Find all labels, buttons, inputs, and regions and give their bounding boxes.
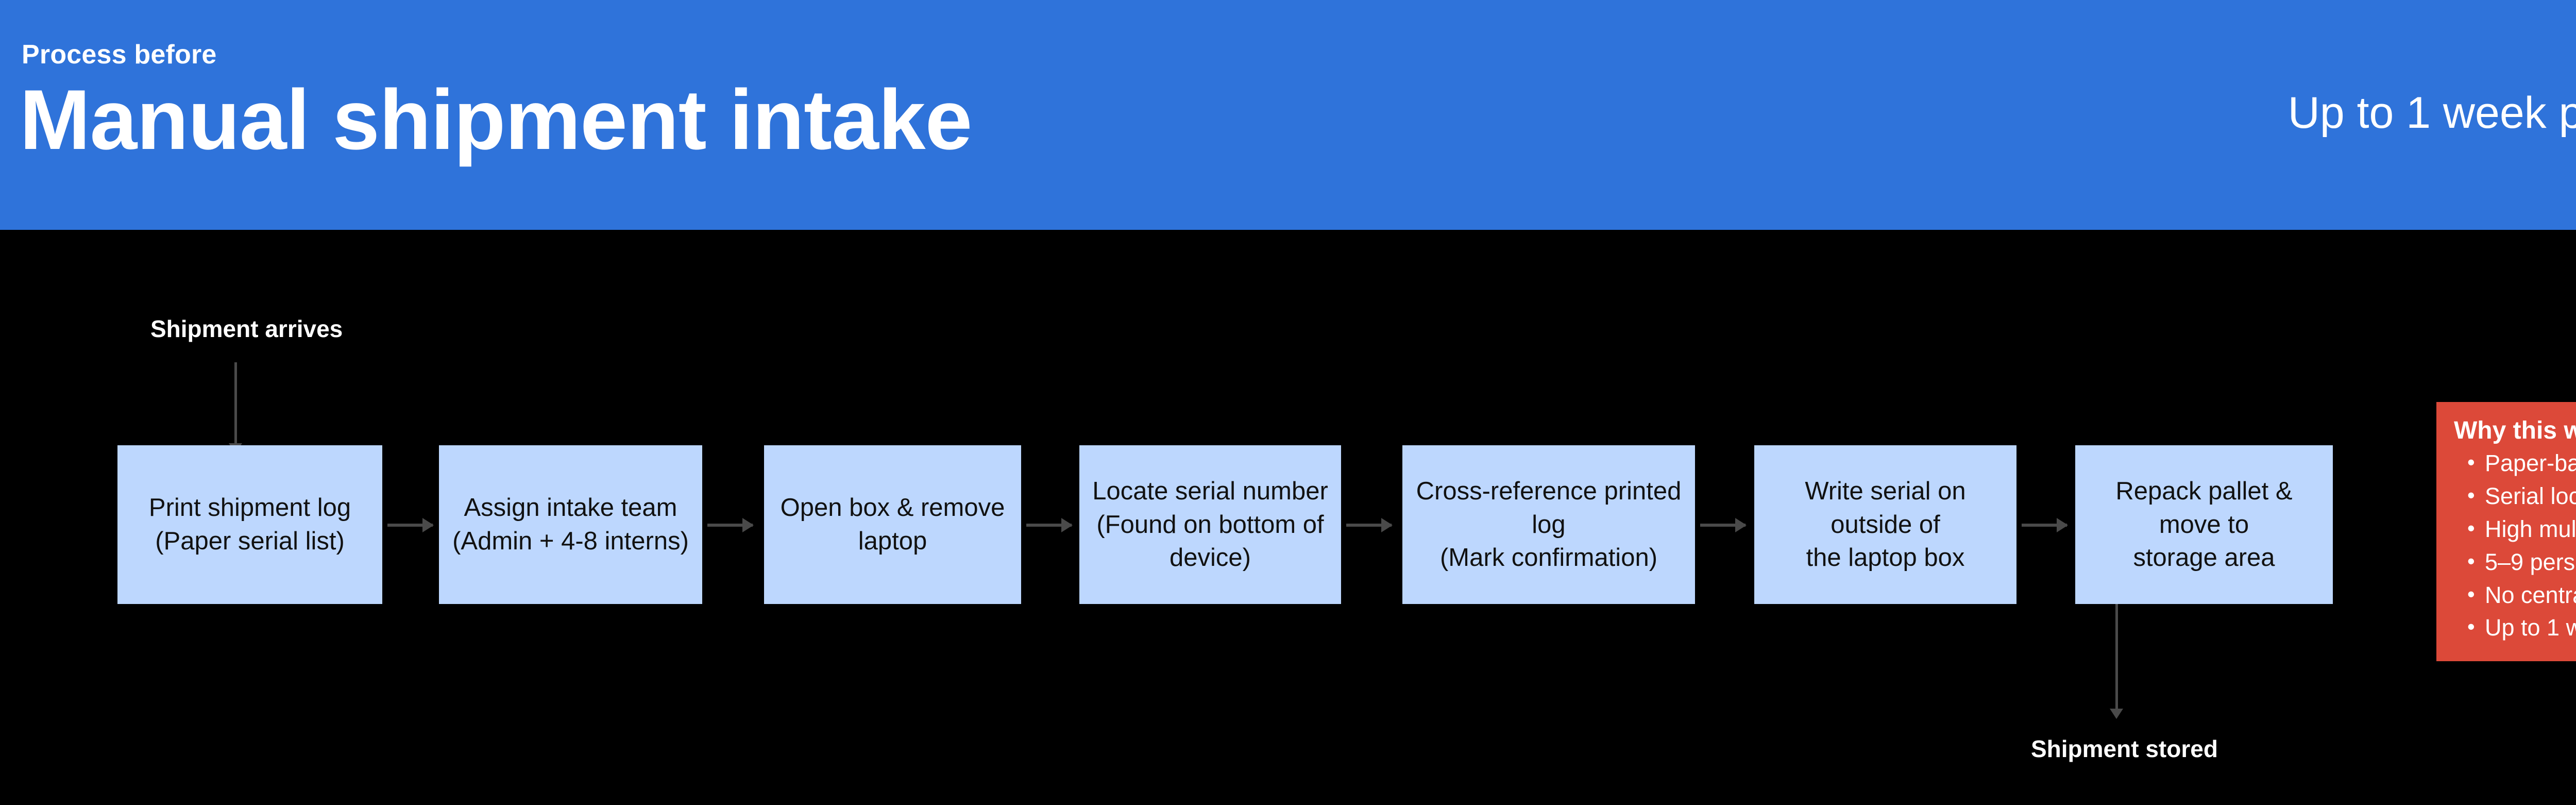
problem-callout-panel: Why this was a problem Paper-based verif… bbox=[2436, 402, 2576, 661]
slide-header: Process before Manual shipment intake Up… bbox=[0, 0, 2576, 230]
process-step-4-line3: device) bbox=[1170, 544, 1251, 572]
header-eyebrow: Process before bbox=[22, 40, 217, 70]
process-step-5-line2: (Mark confirmation) bbox=[1439, 544, 1658, 572]
process-step-box-1[interactable]: Print shipment log (Paper serial list) bbox=[117, 445, 382, 604]
process-step-7-line2: storage area bbox=[2133, 544, 2275, 572]
connector-arrow-2-to-3-icon bbox=[707, 518, 754, 532]
process-step-3-line1: Open box & remove bbox=[780, 494, 1005, 522]
connector-arrow-6-to-7-icon bbox=[2022, 518, 2068, 532]
header-metric: Up to 1 week per shipment batch bbox=[2287, 88, 2576, 138]
callout-bullet-list: Paper-based verification Serial located … bbox=[2467, 447, 2576, 644]
process-flow-diagram: Shipment arrives Print shipment log (Pap… bbox=[0, 230, 2576, 805]
connector-arrow-3-to-4-icon bbox=[1026, 518, 1073, 532]
process-step-box-6[interactable]: Write serial on outside of the laptop bo… bbox=[1754, 445, 2016, 604]
connector-arrow-4-to-5-icon bbox=[1346, 518, 1393, 532]
connector-arrow-1-to-2-icon bbox=[387, 518, 434, 532]
callout-bullet-item: Paper-based verification bbox=[2467, 447, 2576, 480]
process-step-5-line1: Cross-reference printed log bbox=[1416, 477, 1682, 539]
arrow-down-to-end-node-icon bbox=[2110, 604, 2123, 719]
callout-bullet-item: Serial located on bottom of device bbox=[2467, 480, 2576, 513]
callout-bullet-item: High multi-touch handling bbox=[2467, 513, 2576, 546]
process-step-box-7[interactable]: Repack pallet & move to storage area bbox=[2075, 445, 2333, 604]
process-step-6-line2: the laptop box bbox=[1806, 544, 1965, 572]
process-step-5-text: Cross-reference printed log (Mark confir… bbox=[1412, 475, 1686, 575]
process-step-2-text: Assign intake team (Admin + 4-8 interns) bbox=[452, 491, 689, 558]
start-node-label: Shipment arrives bbox=[150, 315, 343, 342]
process-step-6-line1: Write serial on outside of bbox=[1805, 477, 1966, 539]
process-step-1-line2: (Paper serial list) bbox=[155, 527, 345, 555]
end-node-label: Shipment stored bbox=[2031, 735, 2218, 762]
process-step-7-text: Repack pallet & move to storage area bbox=[2084, 475, 2324, 575]
callout-title: Why this was a problem bbox=[2454, 417, 2576, 444]
process-step-7-line1: Repack pallet & move to bbox=[2115, 477, 2293, 539]
process-step-box-4[interactable]: Locate serial number (Found on bottom of… bbox=[1079, 445, 1341, 604]
process-step-2-line2: (Admin + 4-8 interns) bbox=[452, 527, 689, 555]
process-step-1-line1: Print shipment log bbox=[148, 494, 351, 522]
arrow-down-into-step-1-icon bbox=[229, 362, 242, 454]
connector-arrow-5-to-6-icon bbox=[1700, 518, 1747, 532]
process-step-4-line2: (Found on bottom of bbox=[1096, 510, 1324, 539]
process-step-box-3[interactable]: Open box & remove laptop bbox=[764, 445, 1021, 604]
process-step-box-5[interactable]: Cross-reference printed log (Mark confir… bbox=[1402, 445, 1695, 604]
process-step-3-text: Open box & remove laptop bbox=[781, 491, 1005, 558]
process-step-box-2[interactable]: Assign intake team (Admin + 4-8 interns) bbox=[439, 445, 702, 604]
page-title: Manual shipment intake bbox=[20, 72, 972, 167]
process-step-4-line1: Locate serial number bbox=[1092, 477, 1328, 505]
callout-bullet-item: Up to 1 week turnaround bbox=[2467, 611, 2576, 644]
process-step-4-text: Locate serial number (Found on bottom of… bbox=[1092, 475, 1328, 575]
process-step-2-line1: Assign intake team bbox=[464, 494, 677, 522]
callout-bullet-item: No centralized tracking bbox=[2467, 579, 2576, 612]
process-step-1-text: Print shipment log (Paper serial list) bbox=[149, 491, 351, 558]
process-step-3-line2: laptop bbox=[858, 527, 927, 555]
process-step-6-text: Write serial on outside of the laptop bo… bbox=[1764, 475, 2007, 575]
callout-bullet-item: 5–9 person coordination bbox=[2467, 546, 2576, 579]
